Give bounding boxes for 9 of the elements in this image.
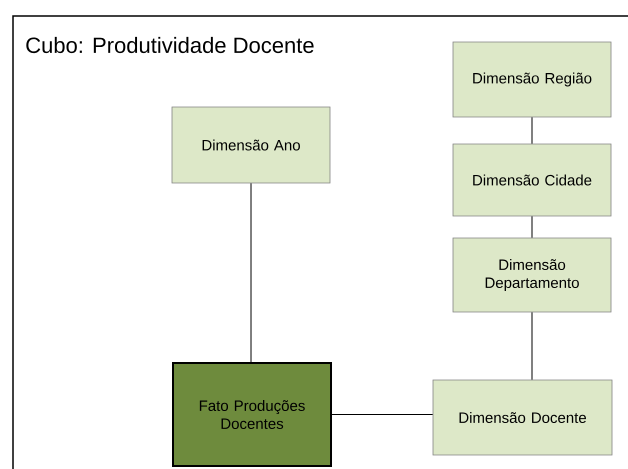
dimension-box: Dimensão Docente	[432, 380, 612, 456]
dimension-box: Dimensão Cidade	[452, 144, 612, 216]
fact-box: Fato Produções Docentes	[172, 362, 332, 467]
connector-line	[332, 414, 434, 415]
dimension-box: Dimensão Ano	[172, 106, 330, 184]
connector-line	[250, 182, 252, 362]
title: Cubo: Produtividade Docente	[26, 36, 314, 54]
dimension-box: Dimensão Departamento	[452, 238, 612, 312]
dimension-box: Dimensão Região	[452, 42, 612, 118]
